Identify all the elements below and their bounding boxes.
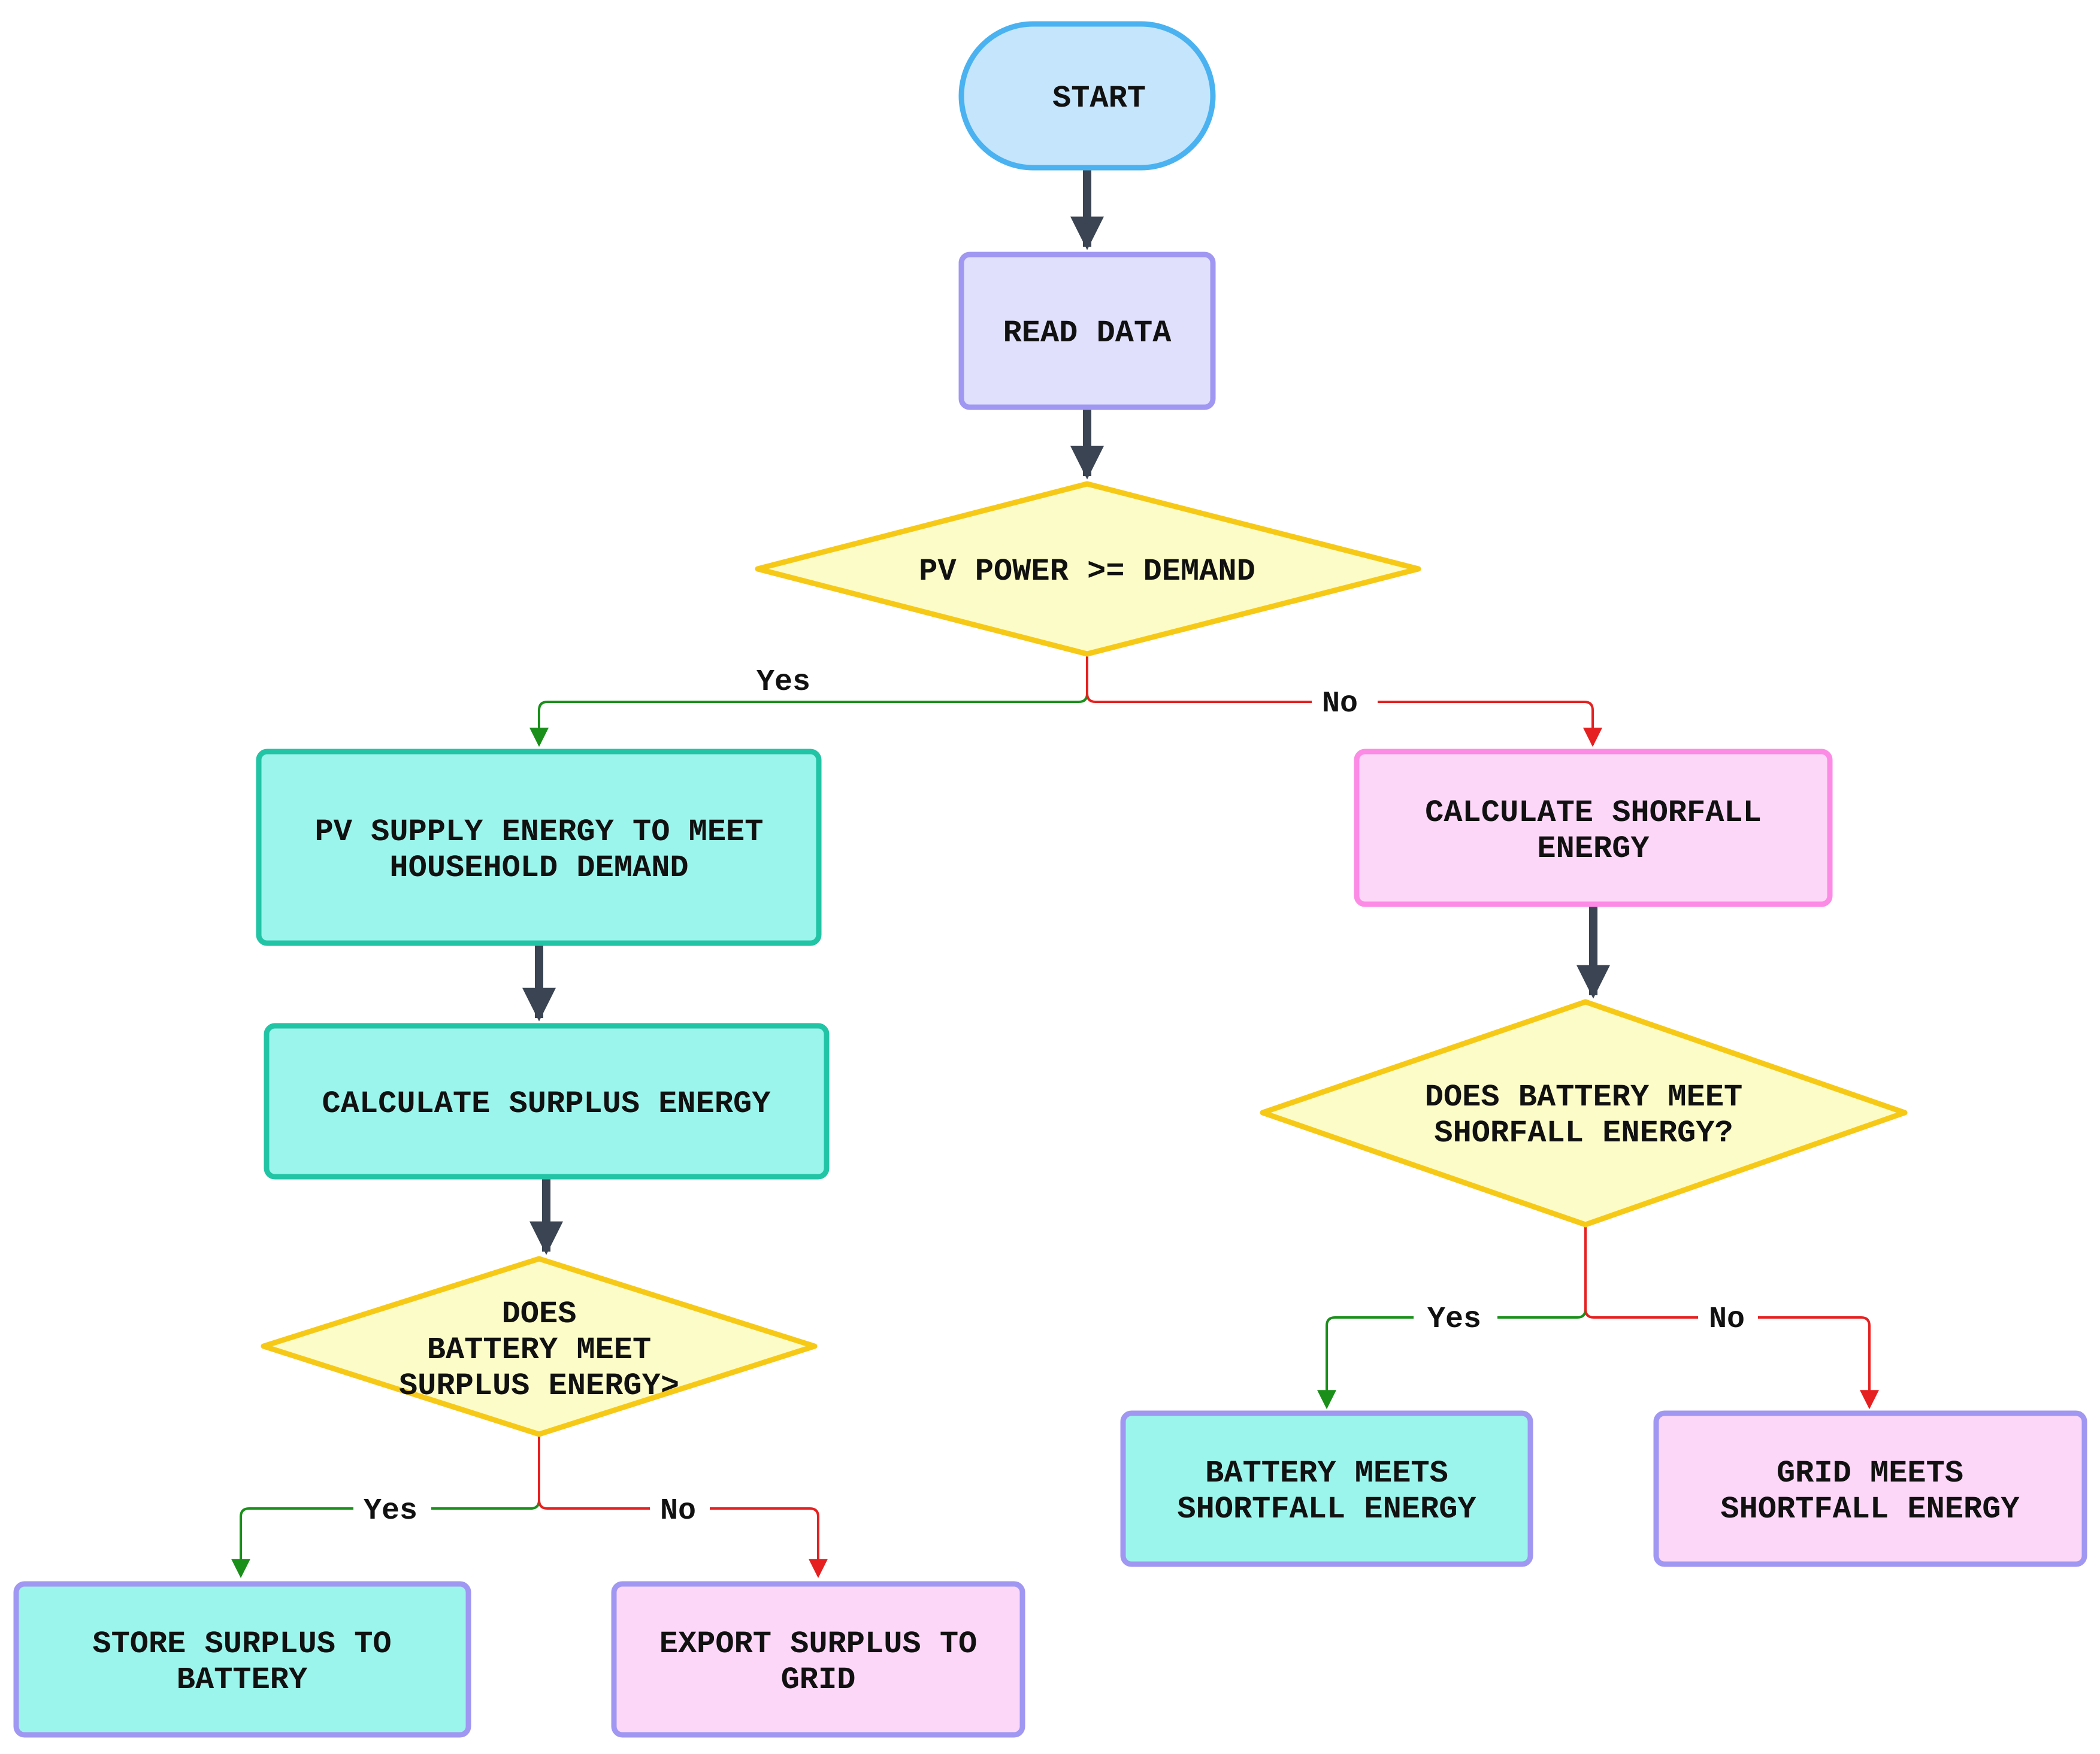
- label-pv-no: No: [1322, 687, 1358, 721]
- decision-shortfall-line-2: SHORFALL ENERGY?: [1434, 1116, 1733, 1151]
- calc-surplus-box: [264, 1023, 830, 1180]
- store-battery-line-1: STORE SURPLUS TO: [92, 1626, 391, 1662]
- export-grid-line-2: GRID: [781, 1662, 856, 1698]
- battery-meets-box: [1120, 1410, 1533, 1567]
- label-shortfall-yes: Yes: [1427, 1302, 1481, 1337]
- export-grid-box: [611, 1581, 1025, 1738]
- pv-supply-line-1: PV SUPPLY ENERGY TO MEET: [315, 814, 764, 850]
- read-data-box: [958, 252, 1216, 410]
- decision-pv-diamond: [755, 481, 1421, 657]
- decision-surplus-line-3: SURPLUS ENERGY>: [399, 1368, 679, 1404]
- edge-labels: Yes No Yes No Yes No: [353, 664, 1758, 1528]
- pv-supply-box: [256, 749, 822, 946]
- pv-supply-line-2: HOUSEHOLD DEMAND: [389, 850, 688, 886]
- start-label: START: [1052, 81, 1146, 116]
- decision-surplus-line-1: DOES: [502, 1296, 577, 1332]
- calc-shortfall-line-1: CALCULATE SHORFALL: [1425, 795, 1762, 831]
- start-line-1: START: [1052, 81, 1146, 116]
- decision-pv-line-1: PV POWER >= DEMAND: [919, 554, 1255, 589]
- main-connectors: [522, 168, 1610, 1255]
- read-data-label: READ DATA: [1003, 316, 1172, 351]
- label-shortfall-no: No: [1709, 1302, 1745, 1337]
- decision-pv-label: PV POWER >= DEMAND: [919, 554, 1255, 589]
- calc-surplus-line-1: CALCULATE SURPLUS ENERGY: [322, 1086, 771, 1122]
- battery-meets-line-1: BATTERY MEETS: [1205, 1456, 1448, 1491]
- battery-meets-line-2: SHORTFALL ENERGY: [1177, 1492, 1476, 1527]
- calc-shortfall-box: [1354, 749, 1833, 907]
- nodes: START READ DATA PV POWER >= DEMAND PV SU…: [13, 21, 2087, 1738]
- store-battery-line-2: BATTERY: [177, 1662, 308, 1698]
- decision-shortfall-diamond: [1260, 999, 1908, 1228]
- calc-surplus-label: CALCULATE SURPLUS ENERGY: [322, 1086, 771, 1122]
- grid-meets-box: [1653, 1410, 2087, 1567]
- decision-surplus-line-2: BATTERY MEET: [427, 1332, 651, 1368]
- label-surplus-yes: Yes: [364, 1494, 417, 1528]
- calc-shortfall-line-2: ENERGY: [1537, 831, 1650, 867]
- label-pv-yes: Yes: [757, 665, 810, 699]
- grid-meets-line-2: SHORTFALL ENERGY: [1720, 1492, 2020, 1527]
- grid-meets-line-1: GRID MEETS: [1777, 1456, 1963, 1491]
- store-battery-box: [13, 1581, 471, 1738]
- decision-shortfall-line-1: DOES BATTERY MEET: [1425, 1080, 1743, 1115]
- label-surplus-no: No: [660, 1494, 696, 1528]
- decision-surplus-diamond: [261, 1256, 818, 1437]
- export-grid-line-1: EXPORT SURPLUS TO: [659, 1626, 978, 1662]
- start-terminal: [958, 21, 1216, 171]
- read-data-line-1: READ DATA: [1003, 316, 1172, 351]
